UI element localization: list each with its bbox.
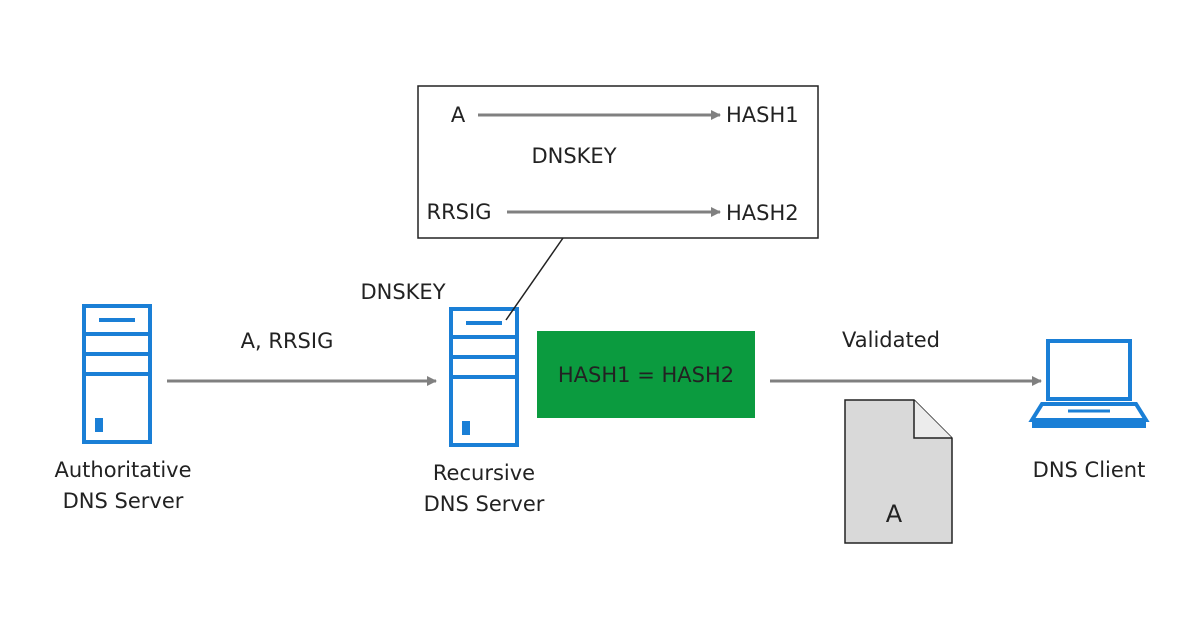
recursive-server-label-line1: Recursive [433,461,535,485]
validation-middle-label: DNSKEY [531,144,616,168]
authoritative-server-label-line1: Authoritative [54,458,191,482]
document-icon [844,399,953,544]
result-arrow-label: Validated [842,328,940,352]
laptop-icon [1028,339,1150,428]
recursive-server-key-label: DNSKEY [360,280,445,304]
callout-connector [505,237,564,321]
validation-row1-source: A [451,103,466,127]
validation-row2-target: HASH2 [726,201,799,225]
query-arrow-label: A, RRSIG [241,329,334,353]
validation-row2-source: RRSIG [427,200,492,224]
recursive-server-icon [449,307,519,447]
document-label: A [886,500,903,528]
hash-compare-box [537,331,755,418]
authoritative-server-label-line2: DNS Server [63,489,184,513]
recursive-server-label-line2: DNS Server [424,492,545,516]
authoritative-server-icon [82,304,152,444]
hash-compare-text: HASH1 = HASH2 [558,363,734,387]
dns-client-label: DNS Client [1033,458,1146,482]
validation-row1-target: HASH1 [726,103,799,127]
